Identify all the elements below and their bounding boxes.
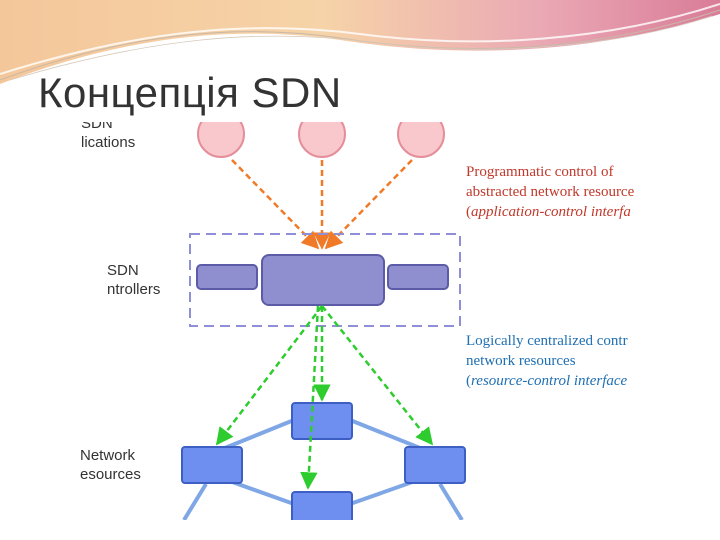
controllers-layer-label: SDN ntrollers (107, 262, 161, 298)
network-node (291, 402, 353, 440)
apps-layer-label: SDN lications (81, 122, 136, 151)
sdn-architecture-figure: SDN lications SDN ntrollers Network esou… (80, 122, 675, 520)
application-control-annotation: Programmatic control of abstracted netwo… (466, 164, 635, 220)
network-node (404, 446, 466, 484)
controller-group-boundary (189, 233, 461, 327)
slide-title: Концепція SDN (38, 69, 342, 116)
network-link (182, 482, 208, 520)
sdn-controller-side (387, 264, 449, 290)
sdn-diagram-graphics (181, 122, 466, 520)
sdn-application-node (397, 122, 445, 158)
network-node (291, 491, 353, 520)
resource-control-arrow (300, 305, 320, 490)
sdn-controller-side (196, 264, 258, 290)
network-link (438, 482, 464, 520)
sdn-controller-main (261, 254, 385, 306)
decorative-banner (0, 0, 720, 84)
network-layer-label: Network esources (80, 447, 141, 483)
network-node (181, 446, 243, 484)
resource-control-annotation: Logically centralized contr network reso… (466, 333, 628, 389)
resource-control-arrow (215, 305, 323, 446)
sdn-application-node (298, 122, 346, 158)
sdn-application-node (197, 122, 245, 158)
